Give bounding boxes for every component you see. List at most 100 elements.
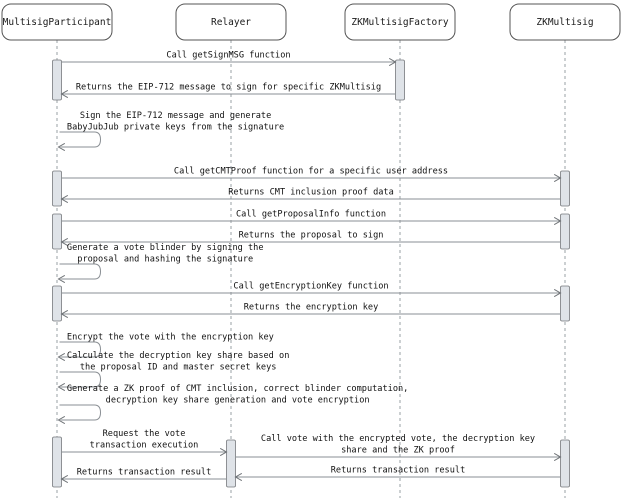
- arrowhead-14: [554, 453, 562, 461]
- activation-bar-factory: [395, 59, 405, 101]
- message-14-call: Call vote with the encrypted vote, the d…: [235, 434, 562, 461]
- arrowhead-5: [554, 217, 562, 225]
- message-13-call: Request the vote transaction execution: [61, 429, 228, 456]
- lifelines-layer: [56, 40, 566, 498]
- message-label-2: Sign the EIP-712 message and generateBab…: [67, 111, 284, 133]
- actor-box-participant[interactable]: [1, 3, 113, 41]
- svg-text:Returns CMT inclusion proof da: Returns CMT inclusion proof data: [228, 188, 394, 198]
- message-2-self: Sign the EIP-712 message and generateBab…: [57, 111, 284, 151]
- message-label-0: Call getSignMSG function: [166, 51, 290, 61]
- arrowhead-self-11: [57, 383, 65, 391]
- svg-text:share and the ZK proof: share and the ZK proof: [341, 446, 455, 456]
- arrowhead-self-12: [57, 416, 65, 424]
- svg-text:the proposal ID and master sec: the proposal ID and master secret keys: [80, 363, 277, 373]
- message-label-3: Call getCMTProof function for a specific…: [174, 167, 448, 177]
- arrowhead-8: [554, 289, 562, 297]
- activation-bar-participant: [52, 59, 62, 101]
- svg-text:Encrypt the vote with the encr: Encrypt the vote with the encryption key: [67, 333, 274, 343]
- actor-relayer[interactable]: Relayer: [175, 3, 287, 41]
- message-8-call: Call getEncryptionKey function: [61, 282, 562, 297]
- message-15-return: Returns transaction result: [234, 466, 561, 481]
- message-label-8: Call getEncryptionKey function: [233, 282, 388, 292]
- svg-text:Returns the encryption key: Returns the encryption key: [244, 303, 379, 313]
- message-label-5: Call getProposalInfo function: [236, 210, 386, 220]
- actor-box-factory[interactable]: [344, 3, 456, 41]
- message-label-16: Returns transaction result: [77, 468, 212, 478]
- message-label-9: Returns the encryption key: [244, 303, 379, 313]
- message-label-12: Generate a ZK proof of CMT inclusion, co…: [67, 384, 408, 406]
- svg-text:Call getCMTProof function for: Call getCMTProof function for a specific…: [174, 167, 448, 177]
- message-0-call: Call getSignMSG function: [61, 51, 397, 66]
- activation-bar-multisig: [560, 439, 570, 488]
- message-label-14: Call vote with the encrypted vote, the d…: [261, 434, 535, 456]
- svg-text:Generate a ZK proof of CMT inc: Generate a ZK proof of CMT inclusion, co…: [67, 384, 408, 394]
- svg-text:Call getSignMSG function: Call getSignMSG function: [166, 51, 290, 61]
- arrowhead-1: [60, 90, 68, 98]
- activation-bar-participant: [52, 285, 62, 322]
- message-5-call: Call getProposalInfo function: [61, 210, 562, 225]
- svg-text:Call getEncryptionKey function: Call getEncryptionKey function: [233, 282, 388, 292]
- message-1-return: Returns the EIP-712 message to sign for …: [60, 83, 396, 98]
- svg-text:Generate a vote blinder by sig: Generate a vote blinder by signing the: [67, 243, 264, 253]
- message-9-return: Returns the encryption key: [60, 303, 561, 318]
- svg-text:proposal and hashing the signa: proposal and hashing the signature: [77, 255, 253, 265]
- activation-bar-relayer: [226, 439, 236, 488]
- arrowhead-0: [389, 58, 397, 66]
- actor-boxes-layer: MultisigParticipant Relayer ZKMultisigFact…: [1, 3, 621, 41]
- actor-box-multisig[interactable]: [509, 3, 621, 41]
- svg-text:BabyJubJub private keys from t: BabyJubJub private keys from the signatu…: [67, 123, 284, 133]
- svg-text:Returns the proposal to sign: Returns the proposal to sign: [239, 231, 384, 241]
- arrowhead-13: [220, 448, 228, 456]
- actor-box-relayer[interactable]: [175, 3, 287, 41]
- actor-multisig[interactable]: ZKMultisig: [509, 3, 621, 41]
- arrowhead-self-7: [57, 275, 65, 283]
- activations-layer: [52, 59, 570, 488]
- message-label-13: Request the vote transaction execution: [90, 429, 199, 451]
- activation-bar-participant: [52, 436, 62, 488]
- message-label-10: Encrypt the vote with the encryption key: [67, 333, 274, 343]
- activation-bar-multisig: [560, 170, 570, 207]
- arrowhead-4: [60, 195, 68, 203]
- actor-label-relayer: Relayer: [211, 17, 251, 28]
- arrowhead-9: [60, 310, 68, 318]
- message-6-return: Returns the proposal to sign: [60, 231, 561, 246]
- svg-text:Call vote with the encrypted v: Call vote with the encrypted vote, the d…: [261, 434, 535, 444]
- svg-text:Sign the EIP-712 message and g: Sign the EIP-712 message and generate: [80, 111, 271, 121]
- message-label-15: Returns transaction result: [331, 466, 466, 476]
- actor-label-multisig: ZKMultisig: [536, 17, 593, 28]
- message-label-11: Calculate the decryption key share based…: [67, 351, 289, 373]
- message-4-return: Returns CMT inclusion proof data: [60, 188, 561, 203]
- arrowhead-15: [234, 473, 242, 481]
- message-label-1: Returns the EIP-712 message to sign for …: [76, 83, 381, 93]
- actor-factory[interactable]: ZKMultisigFactory: [344, 3, 456, 41]
- activation-bar-participant: [52, 213, 62, 250]
- arrowhead-self-2: [57, 143, 65, 151]
- activation-bar-multisig: [560, 285, 570, 322]
- actor-participant[interactable]: MultisigParticipant: [1, 3, 113, 41]
- arrowhead-6: [60, 238, 68, 246]
- arrowhead-3: [554, 174, 562, 182]
- svg-text:Returns transaction result: Returns transaction result: [77, 468, 212, 478]
- svg-text:Request the vote: Request the vote: [103, 429, 186, 439]
- svg-text:Calculate the decryption key s: Calculate the decryption key share based…: [67, 351, 289, 361]
- arrowhead-16: [60, 475, 68, 483]
- svg-text:Call getProposalInfo function: Call getProposalInfo function: [236, 210, 386, 220]
- message-label-6: Returns the proposal to sign: [239, 231, 384, 241]
- activation-bar-participant: [52, 170, 62, 207]
- svg-text:transaction execution: transaction execution: [90, 441, 199, 451]
- actor-label-factory: ZKMultisigFactory: [351, 17, 449, 28]
- svg-text:decryption key share generatio: decryption key share generation and vote…: [106, 396, 370, 406]
- message-7-self: Generate a vote blinder by signing the pr…: [57, 243, 264, 283]
- message-12-self: Generate a ZK proof of CMT inclusion, co…: [57, 384, 408, 424]
- message-11-self: Calculate the decryption key share based…: [57, 351, 289, 391]
- actor-label-participant: MultisigParticipant: [3, 17, 112, 28]
- message-16-return: Returns transaction result: [60, 468, 227, 483]
- message-10-self: Encrypt the vote with the encryption key: [57, 333, 274, 361]
- message-3-call: Call getCMTProof function for a specific…: [61, 167, 562, 182]
- activation-bar-multisig: [560, 213, 570, 250]
- arrowhead-self-10: [57, 353, 65, 361]
- message-label-7: Generate a vote blinder by signing the pr…: [67, 243, 264, 265]
